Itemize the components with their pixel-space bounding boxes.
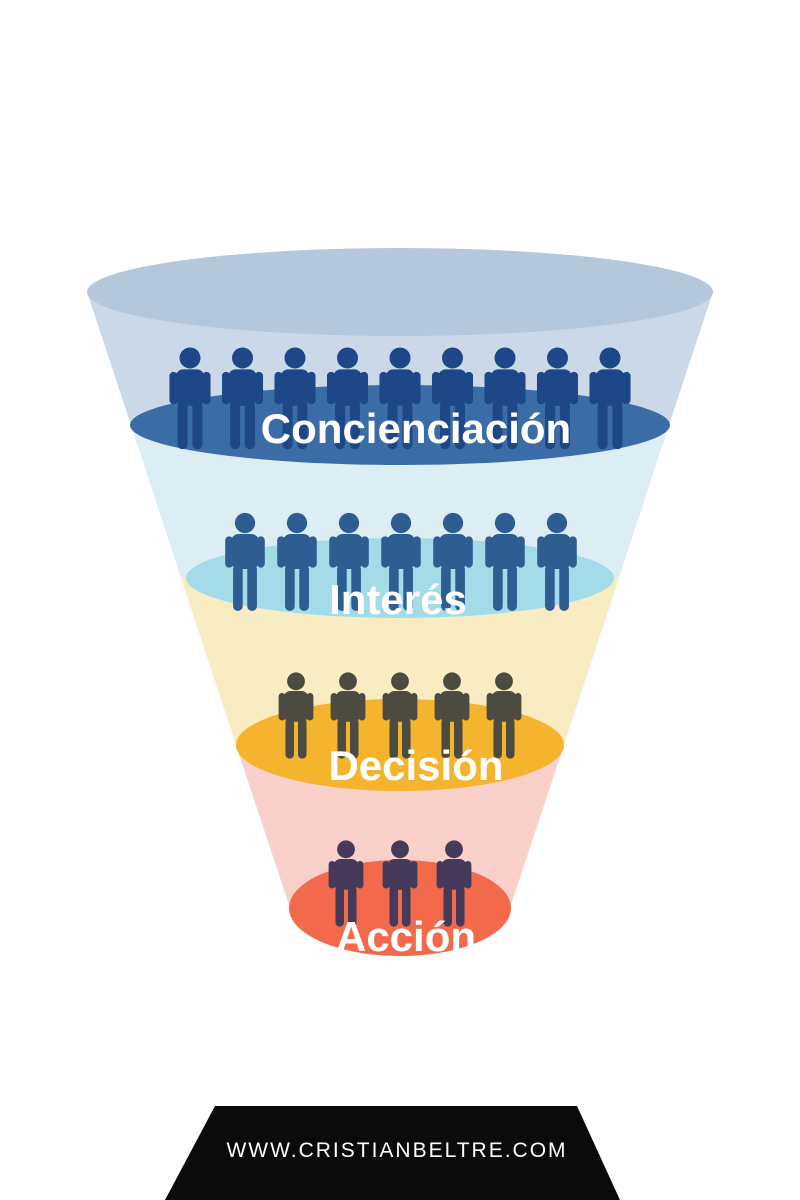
footer-website-text: WWW.CRISTIANBELTRE.COM — [226, 1139, 567, 1162]
stage-3-label: Decisión — [328, 742, 503, 789]
stage-3-ellipse — [236, 699, 564, 791]
stage-4-label: Acción — [336, 913, 476, 960]
footer-banner — [165, 1106, 620, 1200]
stage-1-label: Concienciación — [261, 405, 571, 452]
funnel-top-opening — [87, 248, 713, 336]
stage-2-band — [131, 425, 669, 578]
stage-2-label: Interés — [329, 576, 467, 623]
stage-1-ellipse — [130, 385, 670, 465]
stage-4-band — [236, 745, 564, 908]
